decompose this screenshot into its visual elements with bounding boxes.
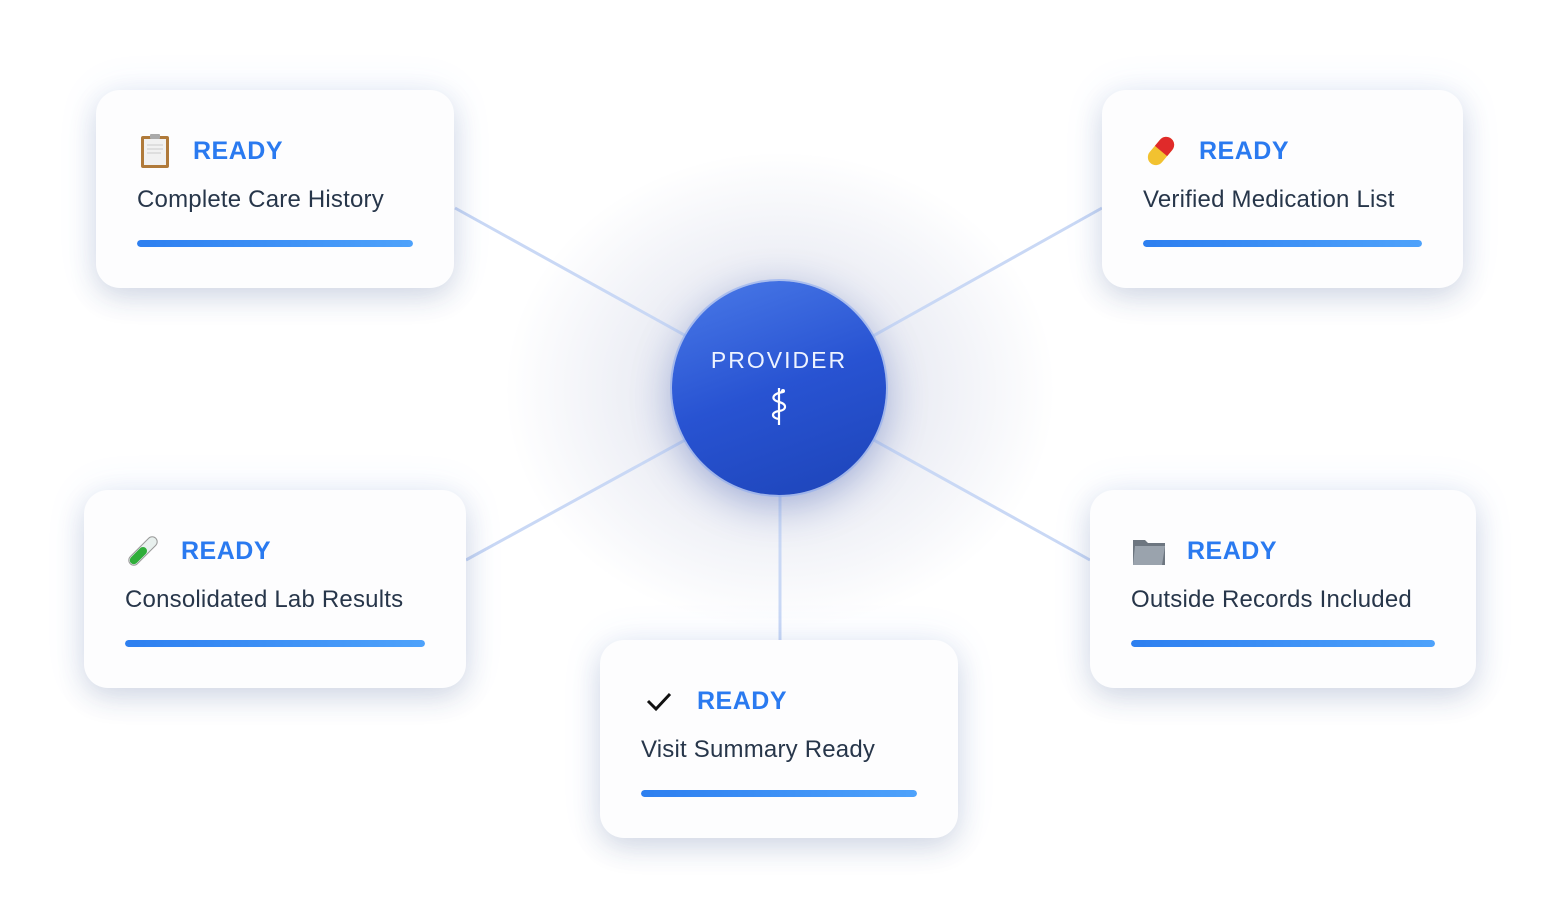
card-care-history[interactable]: READY Complete Care History: [96, 90, 454, 288]
hub-label: PROVIDER: [710, 347, 848, 373]
card-lab-results[interactable]: READY Consolidated Lab Results: [84, 490, 466, 688]
card-title: Verified Medication List: [1143, 186, 1395, 213]
caduceus-icon: [672, 386, 886, 431]
pill-icon: [1143, 133, 1179, 169]
status-label: READY: [181, 536, 272, 565]
progress-bar: [137, 240, 413, 247]
progress-bar: [1131, 640, 1435, 647]
status-label: READY: [193, 136, 284, 165]
card-medication-list[interactable]: READY Verified Medication List: [1102, 90, 1463, 288]
folder-icon: [1131, 533, 1167, 569]
card-visit-summary[interactable]: READY Visit Summary Ready: [600, 640, 958, 838]
progress-bar: [125, 640, 425, 647]
clipboard-icon: [137, 133, 173, 169]
card-title: Visit Summary Ready: [641, 736, 876, 763]
status-label: READY: [1199, 136, 1290, 165]
provider-hub[interactable]: PROVIDER: [672, 281, 886, 495]
card-title: Complete Care History: [137, 186, 384, 213]
progress-bar: [641, 790, 917, 797]
card-title: Consolidated Lab Results: [125, 586, 404, 613]
progress-bar: [1143, 240, 1422, 247]
test-tube-icon: [125, 533, 161, 569]
card-outside-records[interactable]: READY Outside Records Included: [1090, 490, 1476, 688]
status-label: READY: [1187, 536, 1278, 565]
card-title: Outside Records Included: [1131, 586, 1412, 613]
checkmark-icon: [641, 683, 677, 719]
status-label: READY: [697, 686, 788, 715]
